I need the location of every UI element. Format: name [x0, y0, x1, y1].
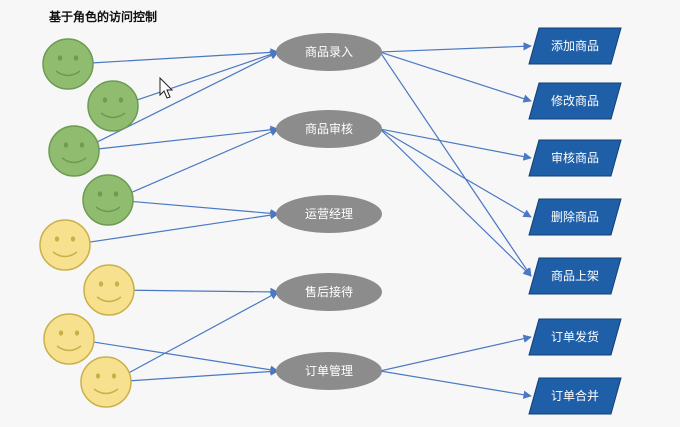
permission-node: 商品上架 — [528, 257, 622, 295]
user-role-edge — [92, 48, 279, 64]
user-smiley-icon — [83, 264, 135, 316]
edges-layer — [89, 42, 532, 399]
user-role-edge — [130, 367, 279, 382]
user-role-edge — [128, 291, 279, 374]
user-smiley-icon — [39, 219, 91, 271]
permission-label: 商品上架 — [551, 268, 599, 283]
diagram-title: 基于角色的访问控制 — [49, 10, 158, 24]
role-permission-edge — [379, 334, 532, 372]
permission-label: 订单发货 — [551, 329, 599, 344]
permission-node: 审核商品 — [528, 139, 622, 177]
permission-label: 审核商品 — [551, 150, 599, 165]
permission-label: 修改商品 — [551, 93, 599, 108]
role-permission-edge — [379, 370, 532, 399]
users-layer — [39, 38, 139, 408]
mouse-cursor-icon — [159, 76, 174, 99]
role-permission-edge — [379, 51, 532, 277]
role-node: 商品录入 — [276, 33, 382, 71]
user-role-edge — [89, 210, 279, 243]
user-smiley-icon — [48, 125, 100, 177]
permission-node: 删除商品 — [528, 198, 622, 236]
permission-node: 修改商品 — [528, 82, 622, 120]
user-smiley-icon — [42, 38, 94, 90]
user-role-edge — [93, 341, 279, 374]
role-permission-edge — [379, 128, 532, 161]
role-label: 商品录入 — [305, 44, 353, 59]
role-node: 售后接待 — [276, 273, 382, 311]
role-permission-edge — [379, 128, 532, 277]
permission-node: 添加商品 — [528, 27, 622, 65]
role-permission-edge — [379, 51, 532, 103]
role-permission-edge — [379, 42, 532, 53]
user-smiley-icon — [43, 313, 95, 365]
user-smiley-icon — [80, 356, 132, 408]
user-smiley-icon — [87, 80, 139, 132]
user-role-edge — [133, 287, 279, 297]
role-node: 订单管理 — [276, 352, 382, 390]
permission-label: 添加商品 — [551, 38, 599, 53]
role-node: 商品审核 — [276, 110, 382, 148]
permission-node: 订单合并 — [528, 377, 622, 415]
role-permission-edge — [379, 128, 532, 218]
user-role-edge — [132, 200, 279, 218]
permission-node: 订单发货 — [528, 318, 622, 356]
user-smiley-icon — [82, 174, 134, 226]
permission-label: 订单合并 — [551, 388, 599, 403]
role-node: 运营经理 — [276, 195, 382, 233]
user-role-edge — [98, 125, 279, 150]
role-label: 售后接待 — [305, 284, 353, 299]
role-label: 商品审核 — [305, 121, 353, 136]
user-role-edge — [131, 128, 279, 193]
role-label: 订单管理 — [305, 363, 353, 378]
permission-label: 删除商品 — [551, 209, 599, 224]
role-label: 运营经理 — [305, 207, 353, 221]
